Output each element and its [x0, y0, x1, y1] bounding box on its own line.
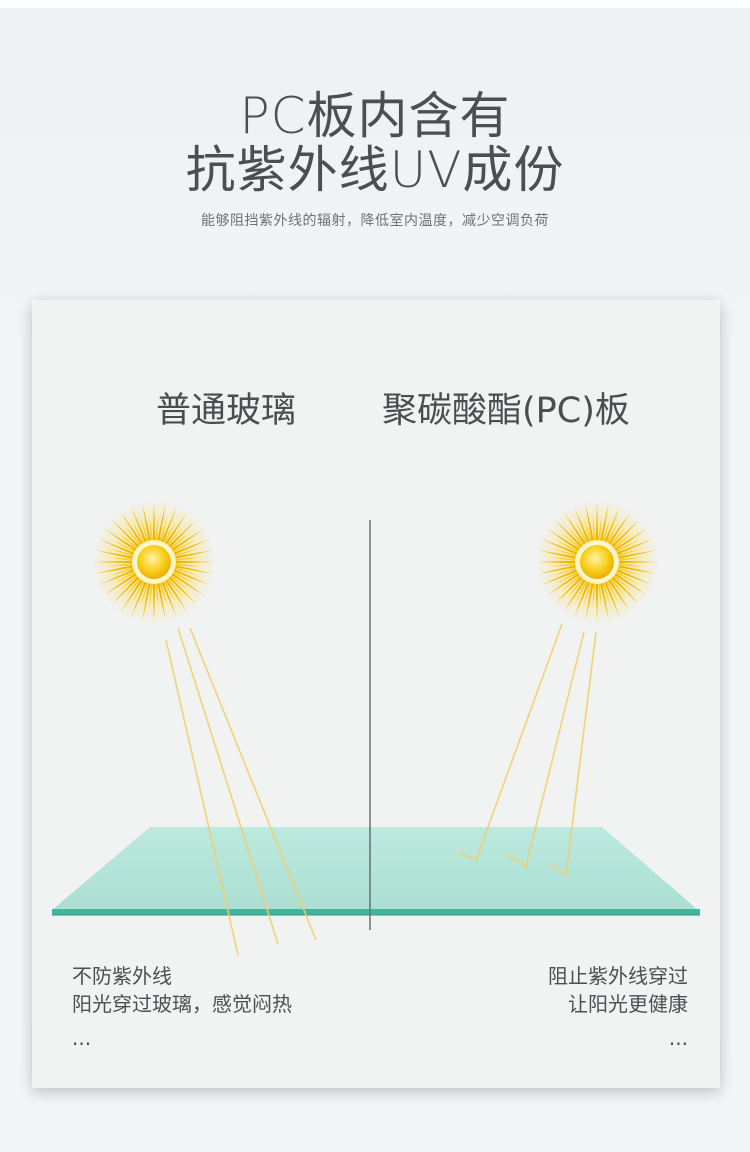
comparison-card	[32, 300, 720, 1088]
headline-line-2: 抗紫外线UV成份	[185, 141, 565, 199]
ordinary-glass-caption-1: 不防紫外线	[72, 964, 172, 988]
light-beams-left	[165, 627, 317, 956]
subtitle: 能够阻挡紫外线的辐射，降低室内温度，减少空调负荷	[201, 213, 549, 229]
ordinary-glass-title: 普通玻璃	[156, 391, 297, 431]
headline-line-1: PC板内含有	[239, 87, 511, 145]
glass-plate	[52, 827, 698, 910]
pc-board-caption-1: 阻止紫外线穿过	[548, 964, 688, 988]
ordinary-glass-caption-2: 阳光穿过玻璃，感觉闷热	[72, 992, 292, 1016]
ordinary-glass-ellipsis: ...	[72, 1026, 92, 1050]
sun-icon-right	[535, 500, 659, 624]
sun-icon-left	[92, 500, 216, 624]
glass-plate-edge	[52, 909, 700, 915]
pc-board-title: 聚碳酸酯(PC)板	[382, 391, 630, 431]
pc-board-ellipsis: ...	[668, 1026, 688, 1050]
light-beams-right	[457, 623, 597, 877]
pc-board-caption-2: 让阳光更健康	[568, 992, 688, 1016]
top-strip	[0, 0, 750, 8]
